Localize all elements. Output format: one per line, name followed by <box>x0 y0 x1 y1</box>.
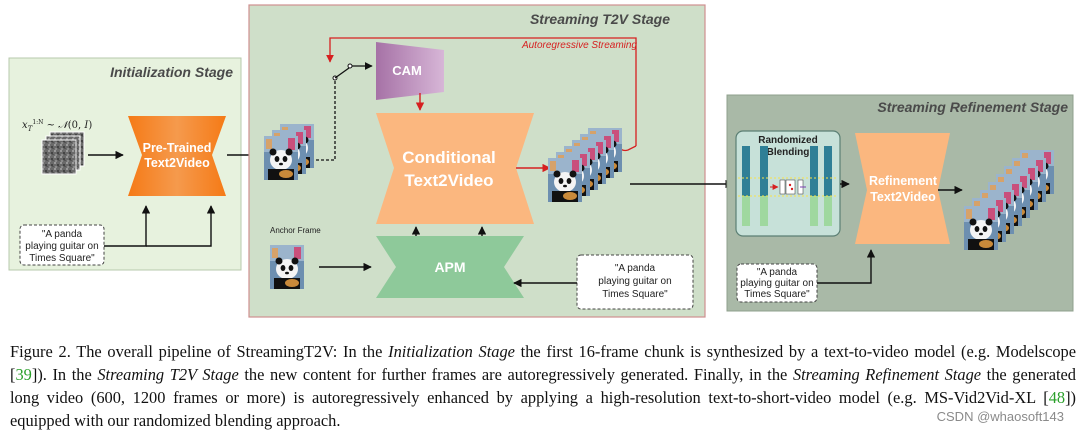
autoregressive-label: Autoregressive Streaming <box>521 40 637 51</box>
blending-label-line2: Blending <box>767 147 810 158</box>
init-prompt-box: "A panda playing guitar on Times Square" <box>19 224 105 266</box>
caption-t2v-stage: Streaming T2V Stage <box>97 365 239 384</box>
apm-label: APM <box>434 259 465 275</box>
caption-init-stage: Initialization Stage <box>388 342 515 361</box>
refinement-label-line1: Refinement <box>869 174 938 188</box>
caption-citation-48[interactable]: 48 <box>1048 388 1066 407</box>
initialization-stage: Initialization Stage xT1:N ~ 𝒩(0, I) Pre… <box>8 57 261 271</box>
arrow-prompt-to-refinement <box>817 249 876 284</box>
caption-part6: ]) equipped with our randomized blending… <box>10 388 1076 430</box>
t2v-prompt-box: "A panda playing guitar on Times Square" <box>576 254 694 310</box>
pretrained-text2video-block: Pre-Trained Text2Video <box>128 116 226 196</box>
caption-prefix: Figure 2. The overall pipeline of Stream… <box>10 342 389 361</box>
apm-block: APM <box>376 236 524 298</box>
arrow-prompt-to-model-b <box>146 205 216 247</box>
pipeline-figure: Initialization Stage xT1:N ~ 𝒩(0, I) Pre… <box>8 4 1074 318</box>
noise-formula: xT1:N ~ 𝒩(0, I) <box>22 119 92 133</box>
conditional-label-line1: Conditional <box>402 148 495 167</box>
cam-block: CAM <box>376 42 444 100</box>
streaming-t2v-title: Streaming T2V Stage <box>530 11 670 27</box>
dashed-frames-to-cam <box>316 78 336 161</box>
streaming-t2v-stage: Streaming T2V Stage Autoregressive Strea… <box>248 4 734 318</box>
init-prompt-line2: playing guitar on <box>25 241 98 252</box>
t2v-prompt-line3: Times Square" <box>602 289 668 300</box>
randomized-blending-block: Randomized Blending <box>735 130 841 237</box>
refine-prompt-line1: "A panda <box>757 267 798 278</box>
init-prompt-line1: "A panda <box>42 229 83 240</box>
cam-label: CAM <box>392 63 422 78</box>
csdn-watermark: CSDN @whaosoft143 <box>934 409 1066 424</box>
t2v-prompt-line1: "A panda <box>615 263 656 274</box>
caption-part4: the new content for further frames are a… <box>238 365 793 384</box>
pretrained-label-line2: Text2Video <box>144 156 210 170</box>
caption-part5: the generated long video (600, 1200 fram… <box>10 365 1076 407</box>
anchor-frame-image <box>270 245 304 289</box>
caption-refine-stage: Streaming Refinement Stage <box>792 365 982 384</box>
anchor-frame-label: Anchor Frame <box>270 226 321 235</box>
refinement-text2video-block: Refinement Text2Video <box>855 133 950 244</box>
noise-frames-stack <box>41 131 85 175</box>
refine-prompt-line3: Times Square" <box>744 289 810 300</box>
t2v-prompt-line2: playing guitar on <box>598 276 671 287</box>
pretrained-label-line1: Pre-Trained <box>143 141 212 155</box>
figure-caption: Figure 2. The overall pipeline of Stream… <box>10 340 1076 432</box>
refine-prompt-line2: playing guitar on <box>740 278 813 289</box>
refinement-label-line2: Text2Video <box>870 190 936 204</box>
conditional-label-line2: Text2Video <box>404 171 493 190</box>
streaming-refinement-stage: Streaming Refinement Stage Randomized Bl… <box>726 94 1074 312</box>
conditional-text2video-block: Conditional Text2Video <box>376 113 534 224</box>
blending-label-line1: Randomized <box>758 135 817 146</box>
caption-part2: the first 16-frame chunk is synthesized … <box>10 342 1077 384</box>
autoregressive-loop-line <box>326 37 637 146</box>
caption-citation-39[interactable]: 39 <box>15 365 32 384</box>
init-prompt-line3: Times Square" <box>29 253 95 264</box>
refinement-prompt-box: "A panda playing guitar on Times Square" <box>736 263 818 303</box>
refinement-title: Streaming Refinement Stage <box>877 99 1068 115</box>
initialization-stage-title: Initialization Stage <box>110 64 233 80</box>
caption-part3: ]). In the <box>31 365 98 384</box>
